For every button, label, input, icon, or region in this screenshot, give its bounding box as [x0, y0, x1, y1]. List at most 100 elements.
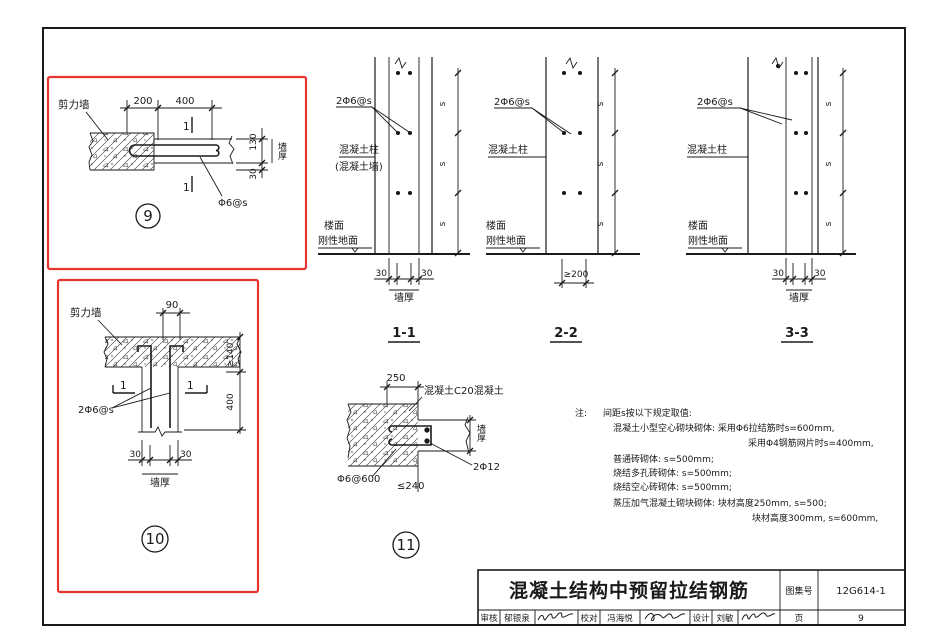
rebar-dot — [561, 70, 567, 76]
detail-10-wall-label: 剪力墙 — [70, 306, 102, 319]
wall-thickness-label: 墙厚 — [394, 291, 414, 304]
review-label: 审核 — [480, 613, 498, 624]
dimension-ticks — [236, 333, 244, 434]
dimension-400: 400 — [175, 96, 194, 107]
note-line: 普通砖砌体: s=500mm; — [613, 453, 714, 465]
designer-name: 刘敏 — [716, 613, 734, 624]
highlight-box-detail-10 — [56, 278, 260, 594]
note-line: 烧结空心砖砌体: s=500mm; — [613, 481, 732, 493]
detail-9-wall-label: 剪力墙 — [58, 98, 90, 111]
rebar-dot — [407, 130, 413, 136]
rebar-label: Φ6@s — [218, 198, 247, 209]
dimension-ticks — [159, 309, 184, 317]
section-title: 3-3 — [785, 326, 809, 341]
section-mark-right: 1 — [187, 380, 194, 392]
note-line: 块材高度300mm, s=600mm, — [752, 512, 878, 524]
rebar-dot — [577, 190, 583, 196]
rebar-leader — [336, 106, 410, 133]
column-label-alt: (混凝土墙) — [335, 160, 383, 173]
section-cut-right — [185, 385, 208, 394]
title-block-grid — [478, 570, 905, 625]
rebar-leader — [199, 156, 223, 197]
stirrup-label: Φ6@600 — [337, 474, 380, 485]
dimension-ticks — [782, 275, 816, 283]
note-line: 采用Φ4钢筋网片时s=400mm, — [748, 437, 874, 449]
rebar-dot — [793, 190, 799, 196]
dimension-90: 90 — [166, 300, 179, 311]
break-mark — [565, 56, 578, 70]
detail-10-right-dimension — [184, 332, 246, 434]
tie-rebar-right — [169, 345, 184, 428]
section-mark-top: 1 — [183, 121, 190, 133]
column-label: 混凝土柱 — [687, 143, 727, 156]
shear-wall-concrete-aggregate — [90, 133, 154, 170]
dimension-ticks — [258, 135, 266, 174]
main-rebar-dot — [424, 438, 430, 444]
column-outline — [374, 57, 433, 254]
rebar-label: 2Φ6@s — [494, 97, 530, 108]
dimension-min-200: ≥200 — [564, 270, 589, 280]
wall-thickness-bracket — [466, 415, 476, 456]
wall-lines — [388, 57, 420, 254]
rebar-leader — [494, 107, 572, 135]
dimension-ticks — [839, 69, 847, 257]
detail-number: 9 — [143, 207, 153, 225]
dimension-ticks — [611, 69, 619, 257]
design-label: 设计 — [692, 613, 710, 624]
spacing-label: s — [596, 221, 606, 226]
spacing-label: s — [824, 101, 834, 106]
concrete-column-aggregate — [348, 404, 418, 466]
highlight-box-detail-9 — [46, 75, 308, 271]
wall-thickness-label: 墙厚 — [789, 291, 809, 304]
main-rebar-label: 2Φ12 — [473, 462, 500, 473]
floor-label: 楼面 — [486, 219, 506, 232]
spacing-label: s — [824, 161, 834, 166]
detail-number-circle — [141, 525, 169, 553]
main-rebar-leader — [429, 442, 473, 466]
rebar-leader — [697, 107, 793, 125]
rebar-dot — [577, 70, 583, 76]
spacing-label: s — [596, 161, 606, 166]
rebar-dot — [561, 190, 567, 196]
wall-thickness-label: 墙厚 — [276, 141, 287, 161]
wall-lines — [785, 57, 813, 254]
stirrup-leader — [371, 448, 397, 478]
concrete-label: 混凝土C20混凝土 — [424, 384, 504, 397]
dimension-ticks — [385, 275, 423, 283]
check-label: 校对 — [580, 613, 598, 624]
dimension-250: 250 — [386, 373, 405, 384]
title-block: 混凝土结构中预留拉结钢筋 图集号 12G614-1 审核 郁银泉 校对 冯海悦 … — [477, 569, 906, 626]
spacing-label: s — [438, 221, 448, 226]
wall-thickness-label: 墙厚 — [150, 476, 170, 489]
detail-9-top-dimension — [120, 100, 222, 140]
detail-9-right-dimension — [236, 128, 268, 178]
tie-rebar-left — [137, 345, 152, 428]
wall-thickness-label: 墙厚 — [475, 423, 486, 443]
drawing-title: 混凝土结构中预留拉结钢筋 — [509, 579, 749, 602]
dimension-30-right: 30 — [180, 450, 192, 460]
rebar-dot — [793, 130, 799, 136]
rebar-label: 2Φ6@s — [78, 405, 114, 416]
masonry-wall-lines — [154, 135, 235, 165]
dimension-30-left: 30 — [773, 269, 785, 279]
reviewer-name: 郁银泉 — [504, 613, 530, 624]
section-1-1: 2Φ6@s 混凝土柱 (混凝土墙) 楼面 刚性地面 s s s 30 30 墙厚… — [318, 56, 470, 343]
dimension-30: 30 — [249, 168, 259, 180]
dimension-30-right: 30 — [814, 269, 826, 279]
section-mark-left: 1 — [120, 380, 127, 392]
rebar-dot — [803, 70, 809, 76]
tie-rebar-loop — [388, 425, 432, 446]
rebar-dot — [407, 190, 413, 196]
ground-label-underline — [688, 247, 742, 253]
note-line: 混凝土小型空心砌块砌体: 采用Φ6拉结筋时s=600mm, — [613, 422, 835, 434]
rebar-dot — [803, 190, 809, 196]
atlas-number: 12G614-1 — [836, 586, 886, 597]
detail-10: 剪力墙 90 1 1 2Φ6@s ≥140 400 30 30 — [70, 300, 246, 553]
dimension-130: 130 — [249, 133, 259, 150]
floor-label: 楼面 — [324, 219, 344, 232]
page-number: 9 — [858, 614, 864, 624]
dimension-max-240: ≤240 — [397, 481, 424, 492]
column-label: 混凝土柱 — [488, 143, 528, 156]
